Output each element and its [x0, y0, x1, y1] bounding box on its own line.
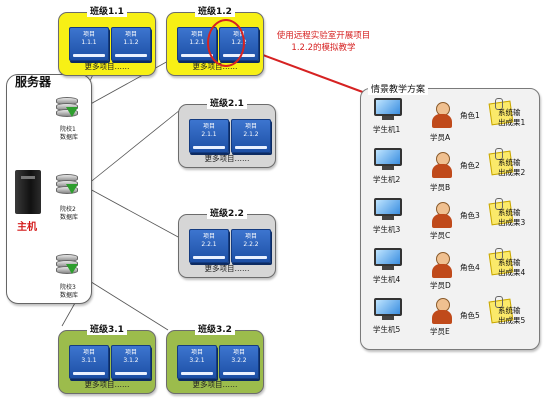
class-box-3-2: 班级3.2 项目 3.2.1 项目 3.2.2 更多项目……	[166, 322, 264, 394]
monitor-icon	[374, 248, 402, 270]
student-label: 学员A	[430, 133, 451, 142]
wire-db2-class2-2	[87, 187, 181, 239]
result-note-icon	[488, 296, 516, 324]
project-book-icon: 项目 3.2.1	[177, 345, 217, 379]
class-title: 班级3.2	[195, 322, 235, 335]
more-projects-label: 更多项目……	[84, 62, 130, 71]
database-icon	[56, 174, 78, 198]
wire-db2-class2-1	[87, 109, 181, 185]
database-label: 院校2 数据库	[60, 206, 79, 221]
callout-text: 使用远程实验室开展项目1.2.2的模拟教学	[276, 31, 371, 53]
monitor-icon	[374, 198, 402, 220]
result-label: 系统输 出成果4	[498, 258, 526, 277]
role-label: 角色4	[460, 263, 480, 272]
project-label: 项目 3.1.1	[81, 349, 97, 364]
result-label: 系统输 出成果1	[498, 108, 526, 127]
project-book-icon: 项目 2.2.1	[189, 229, 229, 263]
more-projects-label: 更多项目……	[192, 380, 238, 389]
class-title: 班级1.1	[87, 4, 127, 17]
student-avatar-icon	[430, 202, 454, 228]
project-label: 项目 1.1.2	[123, 31, 139, 46]
project-label: 项目 2.2.1	[201, 233, 217, 248]
role-label: 角色2	[460, 161, 480, 170]
host-computer-icon	[15, 170, 41, 214]
student-pc-label: 学生机4	[373, 275, 401, 284]
project-label: 项目 2.2.2	[243, 233, 259, 248]
result-label: 系统输 出成果5	[498, 306, 526, 325]
database-icon	[56, 97, 78, 121]
class-title: 班级1.2	[195, 4, 235, 17]
class-box-3-1: 班级3.1 项目 3.1.1 项目 3.1.2 更多项目……	[58, 322, 156, 394]
project-book-icon: 项目 3.2.2	[219, 345, 259, 379]
result-label: 系统输 出成果3	[498, 208, 526, 227]
project-book-icon: 项目 1.1.1	[69, 27, 109, 61]
project-label: 项目 1.2.1	[189, 31, 205, 46]
class-title: 班级3.1	[87, 322, 127, 335]
class-box-2-1: 班级2.1 项目 2.1.1 项目 2.1.2 更多项目……	[178, 96, 276, 168]
database-label: 院校1 数据库	[60, 126, 79, 141]
student-label: 学员B	[430, 183, 451, 192]
result-label: 系统输 出成果2	[498, 158, 526, 177]
server-title: 服务器	[15, 75, 52, 89]
class-box-2-2: 班级2.2 项目 2.2.1 项目 2.2.2 更多项目……	[178, 206, 276, 278]
student-label: 学员D	[430, 281, 451, 290]
project-book-icon: 项目 1.1.2	[111, 27, 151, 61]
project-label: 项目 3.2.2	[231, 349, 247, 364]
student-pc-label: 学生机5	[373, 325, 401, 334]
highlight-circle	[207, 19, 245, 67]
result-note-icon	[488, 198, 516, 226]
student-avatar-icon	[430, 102, 454, 128]
monitor-icon	[374, 98, 402, 120]
role-label: 角色1	[460, 111, 480, 120]
host-label: 主机	[17, 222, 37, 233]
student-pc-label: 学生机2	[373, 175, 401, 184]
student-label: 学员C	[430, 231, 451, 240]
role-label: 角色3	[460, 211, 480, 220]
project-label: 项目 1.1.1	[81, 31, 97, 46]
callout-link	[243, 47, 369, 95]
student-avatar-icon	[430, 252, 454, 278]
more-projects-label: 更多项目……	[204, 154, 250, 163]
class-box-1-1: 班级1.1 项目 1.1.1 项目 1.1.2 更多项目……	[58, 4, 156, 76]
class-title: 班级2.1	[207, 96, 247, 109]
student-avatar-icon	[430, 152, 454, 178]
result-note-icon	[488, 248, 516, 276]
project-book-icon: 项目 2.1.1	[189, 119, 229, 153]
project-label: 项目 3.1.2	[123, 349, 139, 364]
class-title: 班级2.2	[207, 206, 247, 219]
student-pc-label: 学生机1	[373, 125, 401, 134]
result-note-icon	[488, 98, 516, 126]
monitor-icon	[374, 148, 402, 170]
project-book-icon: 项目 3.1.2	[111, 345, 151, 379]
project-book-icon: 项目 3.1.1	[69, 345, 109, 379]
more-projects-label: 更多项目……	[192, 62, 238, 71]
result-note-icon	[488, 148, 516, 176]
project-label: 项目 2.1.1	[201, 123, 217, 138]
database-icon	[56, 254, 78, 278]
database-label: 院校3 数据库	[60, 284, 79, 299]
role-label: 角色5	[460, 311, 480, 320]
project-label: 项目 3.2.1	[189, 349, 205, 364]
monitor-icon	[374, 298, 402, 320]
student-avatar-icon	[430, 298, 454, 324]
project-label: 项目 2.1.2	[243, 123, 259, 138]
wire-db3-class3-2	[87, 279, 169, 331]
more-projects-label: 更多项目……	[204, 264, 250, 273]
student-label: 学员E	[430, 327, 450, 336]
student-pc-label: 学生机3	[373, 225, 401, 234]
scenario-title: 情景教学方案	[368, 82, 429, 95]
project-book-icon: 项目 2.2.2	[231, 229, 271, 263]
project-book-icon: 项目 2.1.2	[231, 119, 271, 153]
more-projects-label: 更多项目……	[84, 380, 130, 389]
